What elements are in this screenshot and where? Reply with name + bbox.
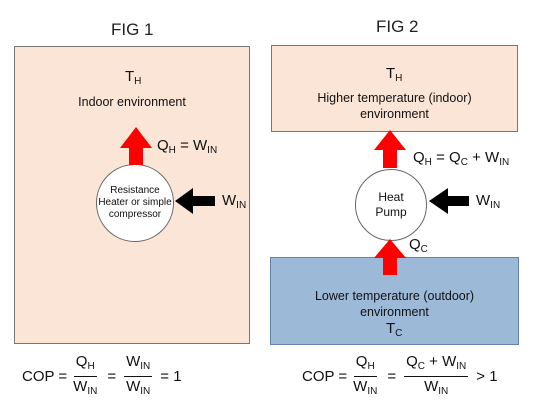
fig2-qc-arrow [374,239,406,275]
fig2-work-label: WIN [476,192,501,211]
fig1-cop-fraction-1: QH WIN [73,353,98,397]
fig1-work-arrow [175,188,215,214]
fig2-cop-fraction-1: QH WIN [353,353,378,397]
fig2-cold-label: Lower temperature (outdoor) environment [314,289,475,319]
fig2-cold-temperature-label: TC [386,320,403,339]
fig1-heat-arrow [120,127,152,165]
fig2-title: FIG 2 [376,17,419,36]
fig1-heat-equation: QH = WIN [157,137,218,156]
fig2-hot-temperature-label: TH [386,65,403,84]
fig2-device-label: Heat Pump [375,190,407,219]
fig2-qc-label: QC [409,236,428,255]
fig1-title: FIG 1 [111,20,154,39]
fig2-hot-label: Higher temperature (indoor) environment [317,91,472,121]
fig2-heat-arrow [374,130,406,168]
fig1-environment-label: Indoor environment [78,95,186,109]
fig2-heat-equation: QH = QC + WIN [413,149,510,168]
fig1-cop-fraction-2: WIN WIN [124,353,153,397]
fig1-cop-equation: COP = QH WIN = WIN WIN = 1 [22,353,182,397]
fig2-work-arrow [429,188,469,214]
fig1-temperature-label: TH [125,68,142,87]
fig2-cop-fraction-2: QC + WIN WIN [404,353,469,397]
fig2-hot-reservoir [271,45,518,132]
fig1-device-label: Resistance Heater or simple compressor [98,185,172,220]
fig2-heat-pump-circle: Heat Pump [355,169,427,241]
fig1-device-circle: Resistance Heater or simple compressor [96,164,174,242]
fig1-work-label: WIN [222,192,247,211]
fig2-cop-equation: COP = QH WIN = QC + WIN WIN > 1 [302,353,498,397]
